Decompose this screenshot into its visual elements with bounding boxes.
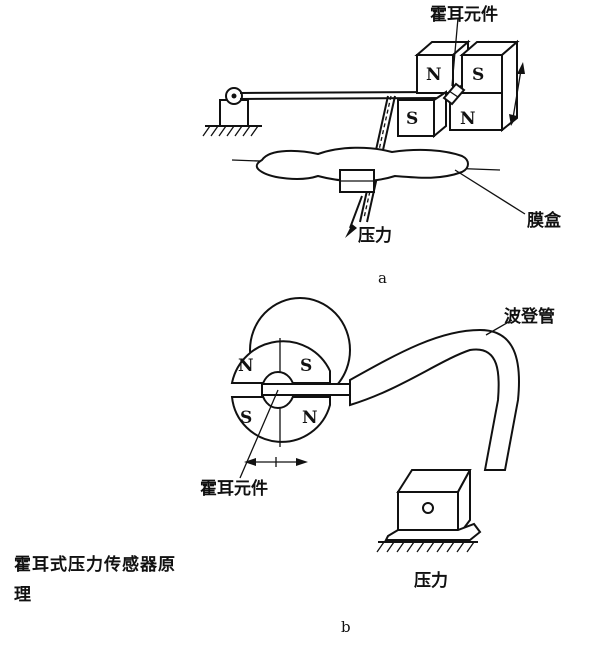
hall-element-a xyxy=(442,17,466,106)
ground-hatch-a xyxy=(202,125,262,137)
pivot-support-a xyxy=(219,87,249,127)
pole-label-a-bl: S xyxy=(406,109,418,129)
ground-hatch-b xyxy=(376,541,478,553)
pressure-label-b: 压力 xyxy=(414,570,448,591)
pole-label-b-br: N xyxy=(302,408,318,428)
pole-label-b-tl: N xyxy=(238,356,254,376)
motion-arrow-b xyxy=(244,457,308,467)
pole-label-a-tr: S xyxy=(472,65,484,85)
figure-b: N S S N xyxy=(200,297,555,636)
magnet-assembly-a: N S S N xyxy=(397,39,520,139)
base-bracket-b xyxy=(384,469,482,541)
diaphragm-label-a: 膜盒 xyxy=(527,210,562,231)
hall-element-label-b: 霍耳元件 xyxy=(200,478,268,499)
diaphragm-box-a xyxy=(231,146,501,193)
diaphragm-leader-a xyxy=(454,169,526,215)
bourdon-label-b: 波登管 xyxy=(504,306,555,327)
pole-label-a-br: N xyxy=(460,109,476,129)
pole-label-b-tr: S xyxy=(300,356,312,376)
lever-arm-a xyxy=(239,91,446,100)
figure-a: N S S N 霍耳元件 压力 膜盒 a xyxy=(202,4,562,287)
sub-label-b: b xyxy=(341,618,351,636)
bourdon-tube-b xyxy=(349,319,520,471)
pressure-arrow-a xyxy=(345,195,363,238)
caption-line-2: 理 xyxy=(14,585,32,605)
motion-arrow-a xyxy=(509,62,525,126)
pole-label-a-tl: N xyxy=(426,65,442,85)
sub-label-a: a xyxy=(378,269,387,287)
pressure-label-a: 压力 xyxy=(358,225,392,246)
caption: 霍耳式压力传感器原 理 xyxy=(14,554,176,605)
pole-label-b-bl: S xyxy=(240,408,252,428)
hall-element-label-a: 霍耳元件 xyxy=(430,4,498,25)
caption-line-1: 霍耳式压力传感器原 xyxy=(14,554,176,575)
